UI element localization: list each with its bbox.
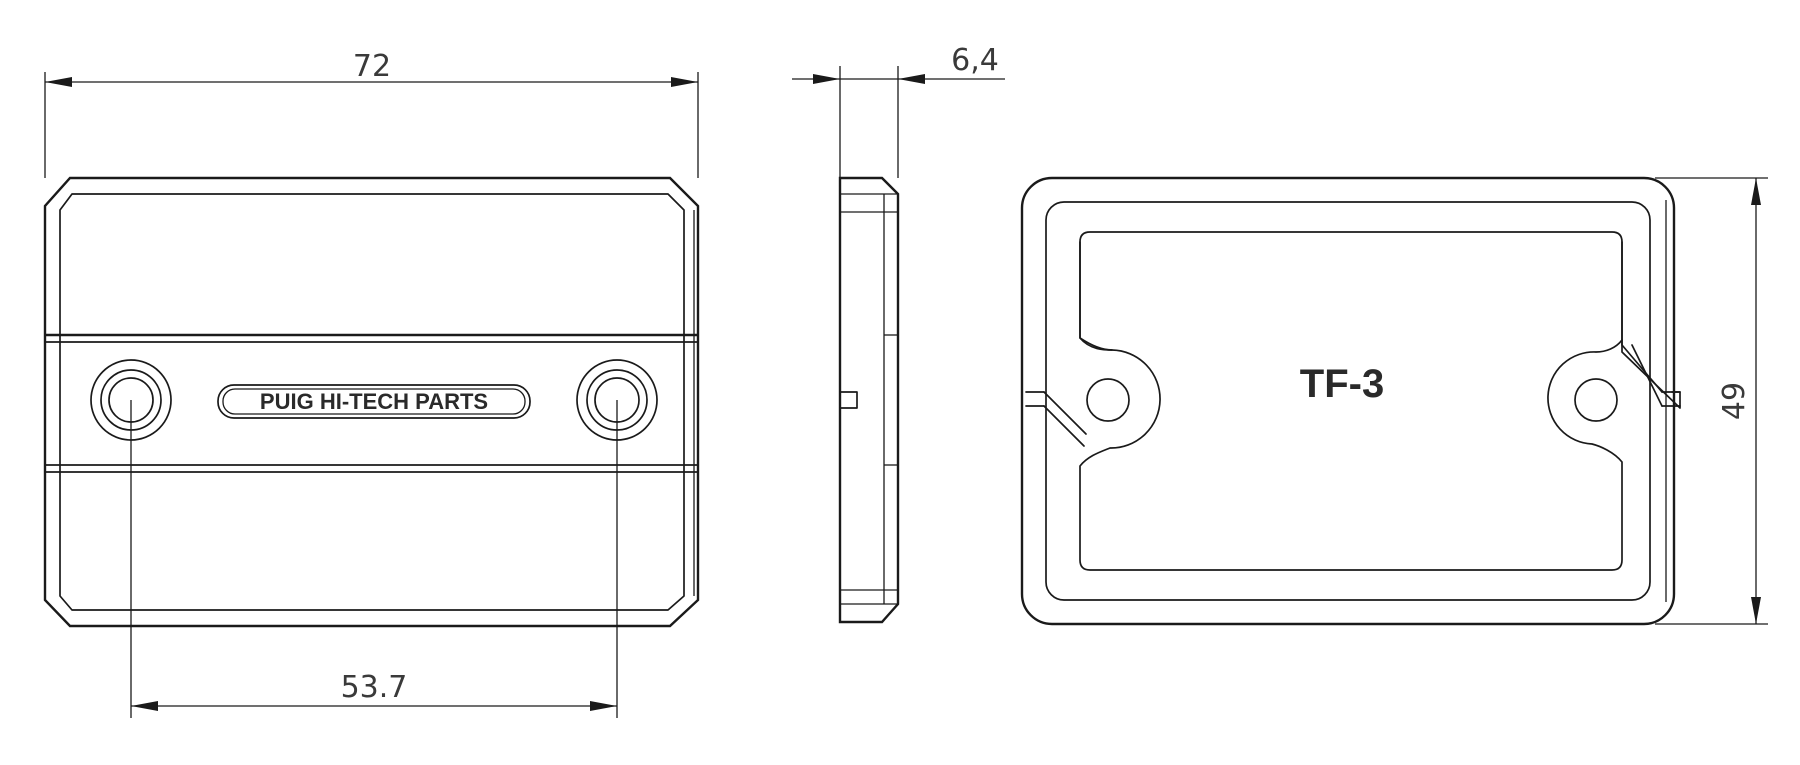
part-number: TF-3	[1300, 362, 1384, 406]
front-view: PUIG HI-TECH PARTS	[43, 176, 700, 628]
width-dimension: 72	[44, 49, 699, 178]
back-view: TF-3	[1020, 176, 1681, 626]
thickness-label: 6,4	[951, 43, 999, 78]
hole-spacing-dimension: 53.7	[130, 400, 618, 718]
back-left-hole	[1086, 378, 1130, 422]
height-dimension: 49	[1655, 177, 1768, 625]
hole-spacing-label: 53.7	[341, 670, 408, 705]
width-dimension-label: 72	[353, 49, 391, 84]
height-label: 49	[1717, 382, 1752, 420]
side-view	[838, 176, 900, 624]
back-right-hole	[1574, 378, 1618, 422]
logo-plate: PUIG HI-TECH PARTS	[217, 384, 531, 419]
logo-text: PUIG HI-TECH PARTS	[260, 389, 488, 414]
thickness-dimension: 6,4	[792, 43, 1005, 178]
